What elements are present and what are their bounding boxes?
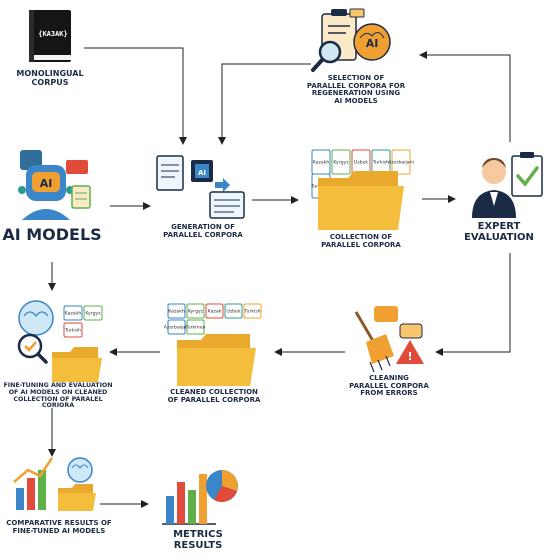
monolingual-corpus-label: MONOLINGUAL CORPUS bbox=[16, 69, 84, 87]
language-tag: Uzbek bbox=[354, 160, 369, 166]
language-tag-card bbox=[186, 319, 205, 335]
connectors bbox=[48, 47, 511, 508]
language-tag-card bbox=[205, 303, 224, 319]
language-tag-card bbox=[224, 303, 243, 319]
generation-icon: AI bbox=[156, 155, 245, 219]
language-tag-card bbox=[167, 303, 186, 319]
language-tag: Kyrgyz bbox=[85, 311, 101, 317]
language-tag: Uzbek bbox=[226, 309, 241, 315]
arrow-expert-to-selection bbox=[419, 51, 511, 142]
language-tag-card bbox=[391, 149, 411, 175]
language-tag-card bbox=[331, 149, 351, 175]
language-tag: Kyrgyz bbox=[333, 160, 349, 166]
generation-ai-text: AI bbox=[198, 169, 206, 177]
ai-models-ai-text: AI bbox=[40, 177, 53, 190]
language-tag: Kyrgyz bbox=[188, 309, 204, 315]
robot-icon: AI bbox=[18, 150, 91, 220]
language-tag: Kazakh bbox=[168, 309, 185, 315]
language-tag: Turkish bbox=[372, 160, 389, 166]
language-tag: Turkmen bbox=[185, 325, 206, 331]
selection-icon: AI bbox=[311, 8, 391, 72]
selection-label: SELECTION OF PARALLEL CORPORA FOR REGENE… bbox=[306, 74, 406, 105]
book-icon: {KA3AK} bbox=[29, 10, 71, 62]
language-tag: Azerbaijani bbox=[164, 325, 190, 331]
cleaned-collection-label: CLEANED COLLECTION OF PARALLEL CORPORA bbox=[167, 388, 261, 404]
language-tag: Kazakh bbox=[65, 311, 82, 317]
collection-icon: KazakhKyrgyzUzbekTurkishAzerbaijaniTurkm… bbox=[310, 149, 414, 230]
metrics-label: METRICS RESULTS bbox=[173, 529, 223, 551]
language-tag: Azerbaijani bbox=[388, 160, 414, 166]
language-tag-card bbox=[63, 305, 83, 321]
arrow-corpus-to-generation bbox=[84, 47, 187, 145]
language-tag: Kazak bbox=[208, 309, 222, 315]
generation-label: GENERATION OF PARALLEL CORPORA bbox=[163, 223, 243, 239]
expert-evaluation-label: EXPERT EVALUATION bbox=[464, 221, 534, 243]
language-tag: Turkish bbox=[243, 309, 260, 315]
language-tag-card bbox=[167, 319, 186, 335]
language-tag: Kazakh bbox=[313, 160, 330, 166]
expert-icon bbox=[472, 152, 543, 218]
svg-text:!: ! bbox=[407, 350, 412, 363]
language-tag-card bbox=[186, 303, 205, 319]
comparative-label: COMPARATIVE RESULTS OF FINE-TUNED AI MOD… bbox=[6, 519, 112, 535]
ai-models-label: AI MODELS bbox=[2, 225, 102, 244]
language-tag-card bbox=[63, 322, 83, 338]
metrics-icon bbox=[162, 470, 238, 525]
cleaning-icon: ! bbox=[354, 306, 424, 373]
language-tag-card bbox=[83, 305, 103, 321]
language-tag: Turkish bbox=[64, 328, 81, 334]
comparative-icon bbox=[13, 457, 96, 511]
collection-label: COLLECTION OF PARALLEL CORPORA bbox=[321, 233, 401, 249]
cleaning-label: CLEANING PARALLEL CORPORA FROM ERRORS bbox=[349, 374, 429, 398]
selection-ai-text: AI bbox=[366, 37, 379, 50]
fine-tuning-label: FINE-TUNING AND EVALUATION OF AI MODELS … bbox=[3, 382, 113, 410]
book-title: {KA3AK} bbox=[38, 30, 68, 38]
arrow-selection-to-generation bbox=[218, 63, 311, 145]
language-tag-card bbox=[243, 303, 262, 319]
arrow-expert-to-cleaning bbox=[435, 253, 511, 356]
